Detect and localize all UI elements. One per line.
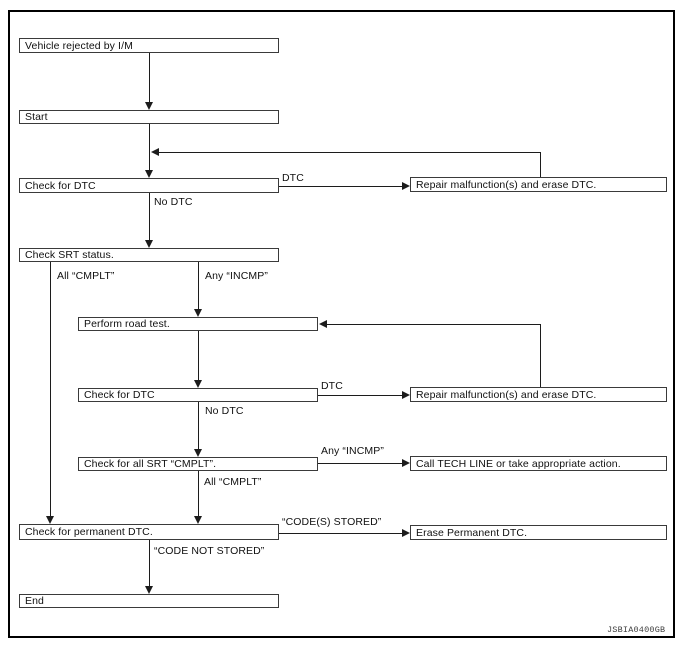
node-label-check-dtc-1: Check for DTC [25,179,96,192]
arrowhead-down [145,586,153,594]
node-label-check-all-srt-cmplt: Check for all SRT “CMPLT”. [84,458,217,470]
edge-label-dtc-1: DTC [282,172,304,184]
arrowhead-down [145,170,153,178]
node-label-perform-road-test: Perform road test. [84,318,170,330]
arrowhead-down [145,240,153,248]
node-erase-permanent-dtc: Erase Permanent DTC. [410,525,667,540]
edge-label-any-incmp-2: Any “INCMP” [321,445,384,457]
edge-label-dtc-2: DTC [321,380,343,392]
connector-segment [325,324,540,326]
connector-segment [149,124,151,175]
connector-segment [50,262,52,521]
arrowhead-left [151,148,159,156]
connector-segment [279,533,405,535]
connector-segment [198,471,200,520]
node-label-check-srt-status: Check SRT status. [25,249,114,261]
node-check-dtc-2: Check for DTC [78,388,318,402]
node-check-srt-status: Check SRT status. [19,248,279,262]
connector-segment [156,152,540,154]
edge-label-no-dtc-2: No DTC [205,405,244,417]
arrowhead-down [194,449,202,457]
arrowhead-down [194,309,202,317]
node-vehicle-rejected: Vehicle rejected by I/M [19,38,279,53]
connector-segment [540,324,542,387]
node-repair-dtc-2: Repair malfunction(s) and erase DTC. [410,387,667,402]
node-label-end: End [25,595,44,607]
node-label-call-tech-line: Call TECH LINE or take appropriate actio… [416,457,621,470]
connector-segment [318,463,405,465]
arrowhead-down [194,516,202,524]
node-check-dtc-1: Check for DTC [19,178,279,193]
node-label-vehicle-rejected: Vehicle rejected by I/M [25,39,133,52]
arrowhead-right [402,529,410,537]
node-label-check-permanent-dtc: Check for permanent DTC. [25,526,153,538]
node-repair-dtc-1: Repair malfunction(s) and erase DTC. [410,177,667,192]
figure-code: JSBIA0400GB [607,625,666,635]
node-end: End [19,594,279,608]
arrowhead-down [194,380,202,388]
edge-label-code-not-stored: “CODE NOT STORED” [154,545,265,557]
arrowhead-right [402,391,410,399]
node-perform-road-test: Perform road test. [78,317,318,331]
connector-segment [198,262,200,314]
connector-segment [198,402,200,453]
node-label-repair-dtc-2: Repair malfunction(s) and erase DTC. [416,388,597,401]
arrowhead-right [402,459,410,467]
node-label-repair-dtc-1: Repair malfunction(s) and erase DTC. [416,178,597,191]
arrowhead-left [319,320,327,328]
node-check-all-srt-cmplt: Check for all SRT “CMPLT”. [78,457,318,471]
edge-label-all-cmplt-1: All “CMPLT” [57,270,115,282]
edge-label-no-dtc-1: No DTC [154,196,193,208]
node-check-permanent-dtc: Check for permanent DTC. [19,524,279,540]
edge-label-codes-stored: “CODE(S) STORED” [282,516,382,528]
node-start: Start [19,110,279,124]
connector-segment [198,331,200,385]
connector-segment [149,53,151,107]
connector-segment [149,193,151,245]
connector-segment [279,186,405,188]
edge-label-any-incmp-1: Any “INCMP” [205,270,268,282]
node-label-check-dtc-2: Check for DTC [84,389,155,401]
node-label-erase-permanent-dtc: Erase Permanent DTC. [416,526,528,539]
arrowhead-right [402,182,410,190]
node-label-start: Start [25,111,48,123]
connector-segment [318,395,405,397]
arrowhead-down [145,102,153,110]
connector-segment [149,540,151,590]
connector-segment [540,152,542,177]
arrowhead-down [46,516,54,524]
node-call-tech-line: Call TECH LINE or take appropriate actio… [410,456,667,471]
edge-label-all-cmplt-2: All “CMPLT” [204,476,262,488]
